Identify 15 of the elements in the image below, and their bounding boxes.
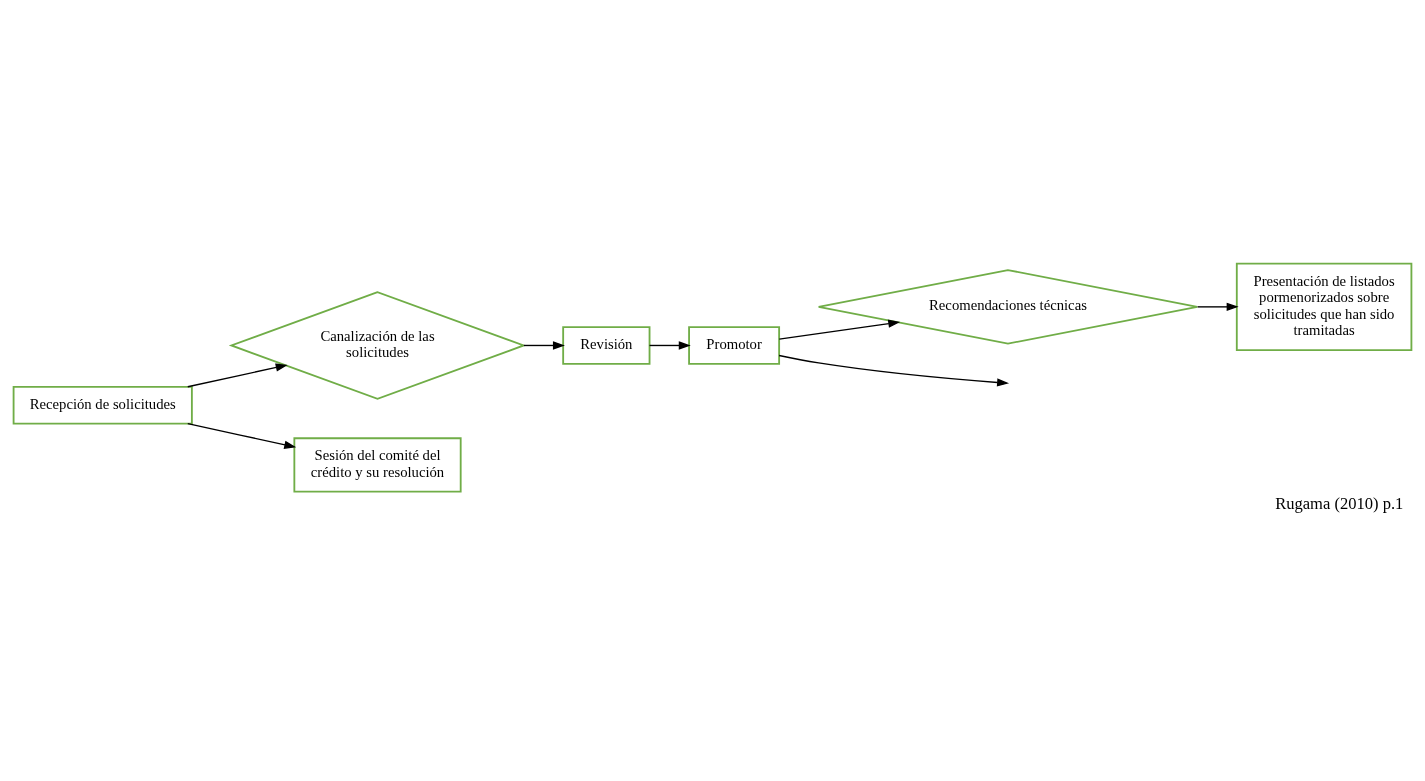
node-box: Revisión — [562, 326, 651, 365]
arrow — [778, 319, 901, 340]
arrow — [187, 422, 297, 449]
node-box: Promotor — [688, 326, 781, 365]
node-box: Recepción de solicitudes — [12, 385, 193, 425]
node-box: Sesión del comité del crédito y su resolución — [293, 437, 462, 493]
arrow — [187, 363, 288, 388]
arrow — [648, 341, 691, 350]
arrow — [778, 354, 1010, 387]
arrow — [523, 341, 565, 350]
node-diamond: Canalización de las solicitudes — [228, 291, 527, 400]
node-box: Presentación de listados pormenorizados sobre solicitudes que han sido tramitadas — [1235, 262, 1413, 351]
caption: Rugama (2010) p.1 — [1275, 493, 1404, 513]
node-diamond: Recomendaciones técnicas — [817, 269, 1199, 345]
arrow — [1196, 302, 1239, 312]
